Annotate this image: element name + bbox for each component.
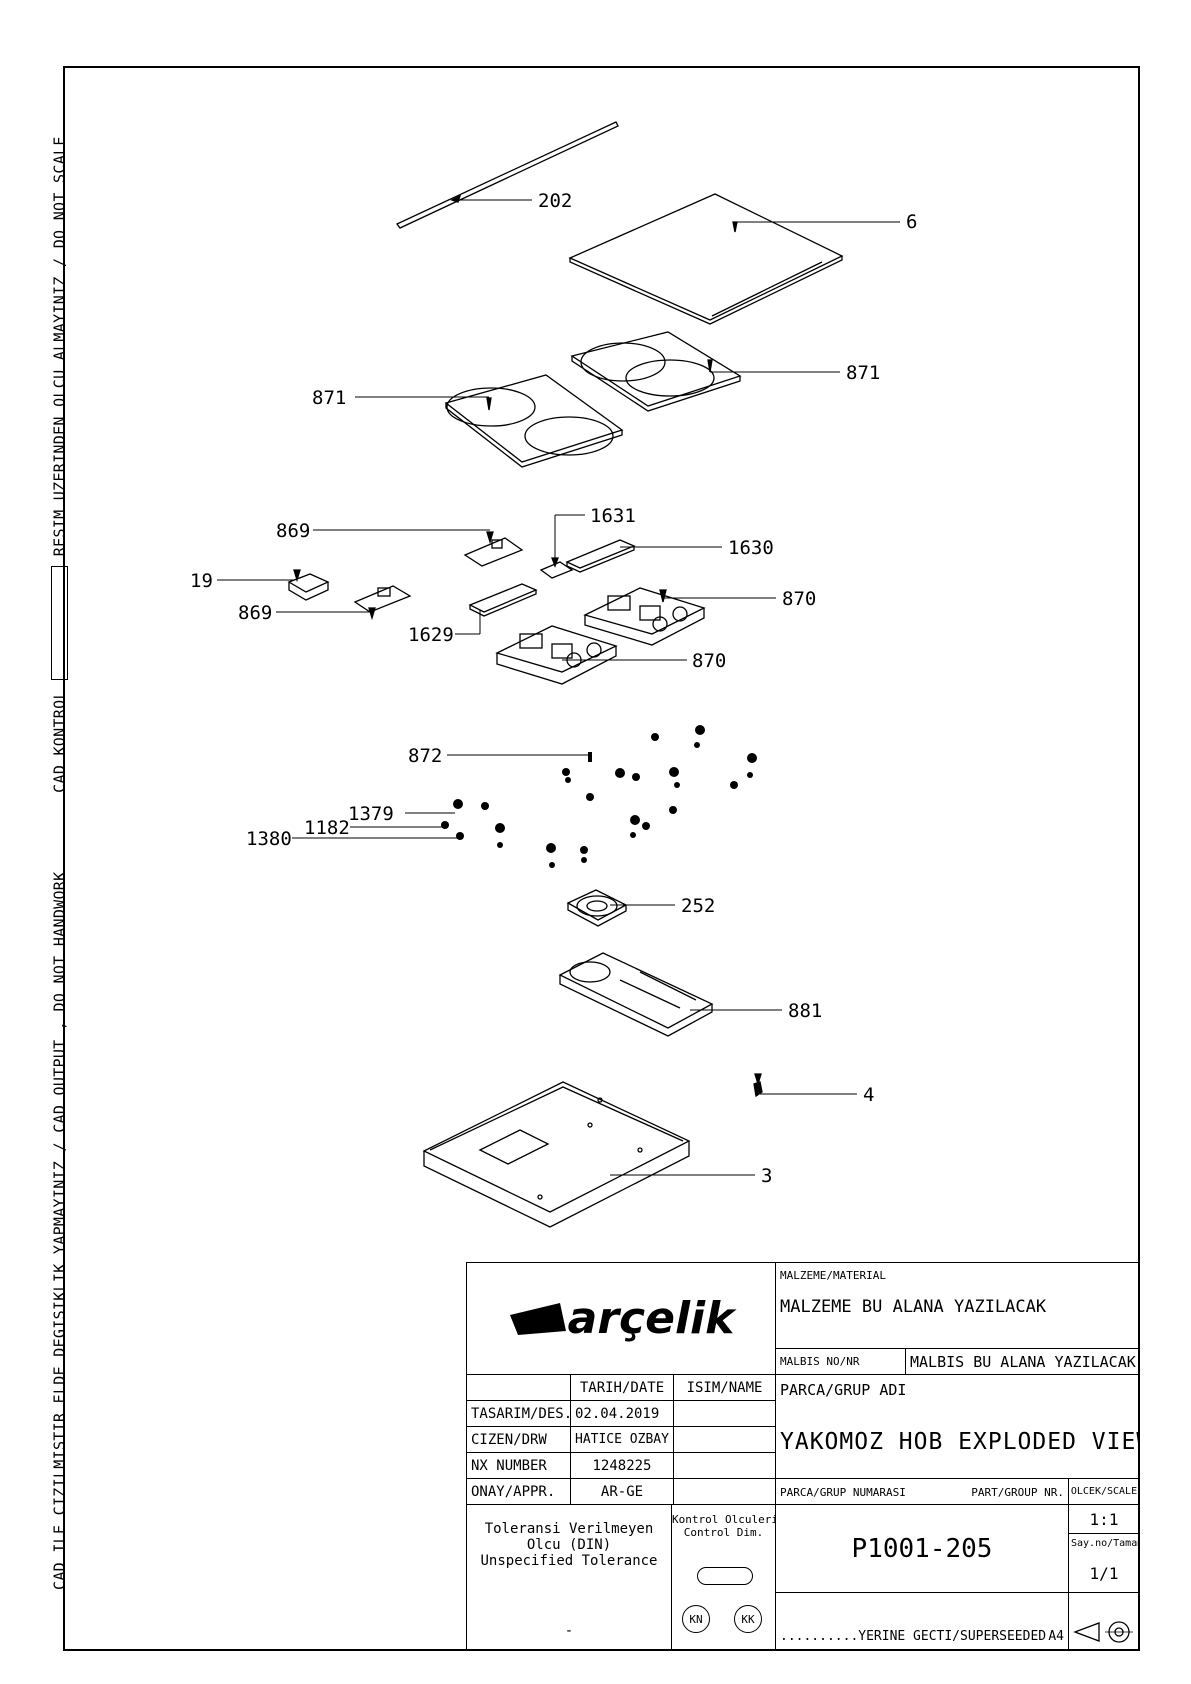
group-number-label-cell: PARCA/GRUP NUMARASI PART/GROUP NR. [775, 1478, 1069, 1505]
control-cell: Kontrol Olculeri Control Dim. KN KK [671, 1504, 776, 1651]
part-number: P1001-205 [775, 1504, 1069, 1593]
drawn-extra [673, 1426, 776, 1453]
control-line-2: Control Dim. [683, 1526, 764, 1539]
superseded-cell: ..........YERINE GECTI/SUPERSEEDED A4 [775, 1592, 1069, 1651]
drawn-label: CIZEN/DRW [466, 1426, 571, 1453]
nx-extra [673, 1452, 776, 1479]
callout-1630: 1630 [728, 537, 774, 559]
approved-label: ONAY/APPR. [466, 1478, 571, 1505]
callout-19: 19 [190, 570, 213, 592]
part-1631-small-board [539, 557, 574, 579]
tolerance-line-2: Olcu (DIN) [526, 1537, 612, 1553]
callout-202: 202 [538, 190, 572, 212]
callout-labels: 202 6 871 871 869 1631 1630 19 869 870 1… [190, 190, 917, 1187]
part-4-bracket [753, 1073, 763, 1098]
kn-circle: KN [682, 1605, 710, 1633]
callout-3: 3 [761, 1165, 772, 1187]
group-name-cell: PARCA/GRUP ADI YAKOMOZ HOB EXPLODED VIEW… [775, 1374, 1140, 1479]
nx-value: 1248225 [570, 1452, 674, 1479]
logo-cell: arçelik [466, 1262, 776, 1375]
callout-870-lower: 870 [692, 650, 726, 672]
callout-871-right: 871 [846, 362, 880, 384]
tolerance-line-3: Unspecified Tolerance [480, 1553, 658, 1569]
callout-6: 6 [906, 211, 917, 233]
leader-lines [217, 199, 900, 1176]
part-1630-board [565, 539, 636, 573]
title-block: arçelik MALZEME/MATERIAL MALZEME BU ALAN… [466, 1262, 1140, 1651]
part-202-trim-strip [395, 121, 619, 229]
part-871-coil-plate-left [444, 374, 624, 468]
part-881-base-tray [558, 952, 714, 1037]
group-number-label-tr: PARCA/GRUP NUMARASI [780, 1486, 906, 1499]
blank-header [466, 1374, 571, 1401]
arcelik-logo-text: arçelik [567, 1293, 735, 1344]
sheet-cell: Say.no/Tamami 1/1 [1068, 1533, 1140, 1593]
malbis-label: MALBIS NO/NR [775, 1348, 906, 1375]
part-3-housing [422, 1081, 691, 1228]
part-1629-board [468, 583, 538, 617]
callout-1380: 1380 [246, 828, 292, 850]
callout-1631: 1631 [590, 505, 636, 527]
callout-869-lower: 869 [238, 602, 272, 624]
sheet-size: A4 [1048, 1629, 1064, 1644]
callout-1182: 1182 [304, 817, 350, 839]
part-870-generator-upper [583, 587, 706, 646]
group-name-value: YAKOMOZ HOB EXPLODED VIEW GR [780, 1429, 1139, 1455]
group-number-label-en: PART/GROUP NR. [971, 1486, 1064, 1499]
projection-symbol-icon [1073, 1621, 1133, 1643]
callout-869-upper: 869 [276, 520, 310, 542]
part-869-board-upper [463, 531, 524, 567]
kk-circle: KK [734, 1605, 762, 1633]
callout-881: 881 [788, 1000, 822, 1022]
callout-4: 4 [863, 1084, 874, 1106]
callout-1379: 1379 [348, 803, 394, 825]
callout-252: 252 [681, 895, 715, 917]
approved-extra [673, 1478, 776, 1505]
design-date: 02.04.2019 [570, 1400, 674, 1427]
part-19-connector [287, 569, 330, 601]
date-header: TARIH/DATE [570, 1374, 674, 1401]
superseded-text: ..........YERINE GECTI/SUPERSEEDED [780, 1629, 1047, 1644]
scale-label: OLCEK/SCALE [1068, 1478, 1140, 1505]
design-name [673, 1400, 776, 1427]
tolerance-cell: Toleransi Verilmeyen Olcu (DIN) Unspecif… [466, 1504, 672, 1651]
material-label: MALZEME/MATERIAL [780, 1269, 886, 1282]
part-869-board-lower [353, 585, 412, 621]
material-value: MALZEME BU ALANA YAZILACAK [780, 1297, 1047, 1317]
callout-870-upper: 870 [782, 588, 816, 610]
tolerance-dash: - [564, 1623, 574, 1639]
name-header: ISIM/NAME [673, 1374, 776, 1401]
nx-label: NX NUMBER [466, 1452, 571, 1479]
callout-1629: 1629 [408, 624, 454, 646]
scale-value: 1:1 [1068, 1504, 1140, 1534]
part-6-glass-top [568, 193, 844, 325]
arcelik-logo-icon [509, 1302, 566, 1335]
design-label: TASARIM/DES. [466, 1400, 571, 1427]
control-oval [697, 1567, 753, 1585]
part-871-coil-plate-right [570, 331, 742, 412]
part-252-fan [566, 889, 628, 927]
tolerance-line-1: Toleransi Verilmeyen [484, 1521, 654, 1537]
callout-871-left: 871 [312, 387, 346, 409]
sheet-label: Say.no/Tamami [1071, 1538, 1139, 1549]
malbis-value: MALBIS BU ALANA YAZILACAK [905, 1348, 1140, 1375]
callout-872: 872 [408, 745, 442, 767]
group-name-label: PARCA/GRUP ADI [780, 1381, 907, 1399]
drawn-name: HATICE OZBAY [570, 1426, 674, 1453]
approved-value: AR-GE [570, 1478, 674, 1505]
part-fasteners [441, 725, 757, 868]
control-line-1: Kontrol Olculeri [672, 1513, 776, 1526]
projection-symbol-cell [1068, 1592, 1140, 1651]
material-cell: MALZEME/MATERIAL MALZEME BU ALANA YAZILA… [775, 1262, 1140, 1375]
sheet-value: 1/1 [1089, 1564, 1119, 1583]
part-870-generator-lower [495, 625, 618, 685]
